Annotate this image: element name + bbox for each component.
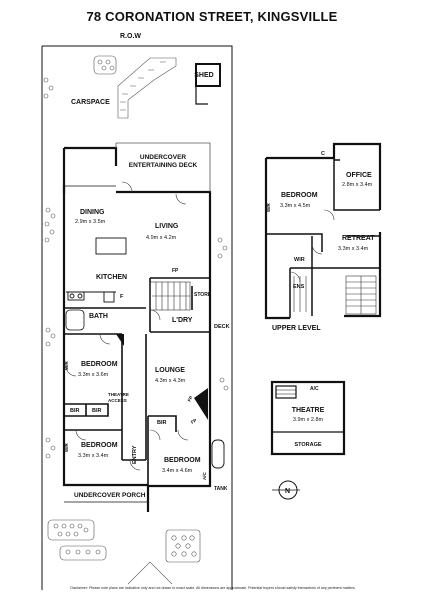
- label-storage: STORAGE: [294, 442, 321, 448]
- label-kitchen: KITCHEN: [96, 274, 127, 281]
- main-stairs: [149, 281, 191, 311]
- upper-level-walls: [264, 142, 382, 320]
- label-retreat: RETREAT: [342, 235, 375, 242]
- label-theatre-ac: A/C: [310, 386, 319, 392]
- label-porch: UNDERCOVER PORCH: [74, 492, 146, 499]
- label-lounge: LOUNGE: [155, 367, 185, 374]
- label-fp-2: FP: [187, 395, 194, 402]
- kitchen-fittings: [66, 237, 127, 303]
- compass-icon: [272, 480, 300, 500]
- dim-bedroom-2: 3.3m x 3.4m: [78, 453, 109, 459]
- label-fp-3: FP: [190, 418, 197, 425]
- dim-living: 4.9m x 4.2m: [146, 235, 177, 241]
- dim-bedroom-3: 3.4m x 4.6m: [162, 468, 193, 474]
- label-fridge: F: [120, 294, 124, 300]
- plan-title: 78 CORONATION STREET, KINGSVILLE: [86, 9, 338, 24]
- label-deck-1: UNDERCOVER: [140, 154, 187, 161]
- label-dining: DINING: [80, 209, 105, 216]
- label-upper-bedroom: BEDROOM: [281, 192, 318, 199]
- label-ac-1: A/C: [202, 472, 207, 481]
- label-ldry: L'DRY: [172, 317, 193, 324]
- label-theatre-access-2: ACCESS: [108, 398, 127, 403]
- dim-upper-bedroom: 3.3m x 4.5m: [280, 203, 311, 209]
- label-bedroom-2: BEDROOM: [81, 442, 118, 449]
- label-deck: DECK: [214, 324, 230, 330]
- upper-interior-walls: [266, 144, 380, 318]
- theatre-interior: [272, 385, 344, 433]
- label-deck-2: ENTERTAINING DECK: [129, 162, 198, 169]
- upper-door-swings: [289, 209, 335, 283]
- label-shed: SHED: [194, 72, 213, 79]
- label-bedroom-1: BEDROOM: [81, 361, 118, 368]
- upper-stairs: [293, 275, 377, 315]
- compass-label: N: [285, 488, 290, 495]
- label-bedroom-3: BEDROOM: [164, 457, 201, 464]
- label-bir-c: BIR: [157, 420, 167, 426]
- label-tank: TANK: [214, 486, 228, 492]
- bath-fittings: [65, 309, 85, 331]
- label-upper-level: UPPER LEVEL: [272, 325, 321, 332]
- dim-retreat: 3.3m x 3.4m: [338, 246, 369, 252]
- fireplace-marks: [116, 334, 208, 420]
- label-carspace: CARSPACE: [71, 99, 110, 106]
- label-living: LIVING: [155, 223, 179, 230]
- garden-paving: [43, 55, 229, 585]
- porch-items: [64, 439, 225, 503]
- property-boundary: [41, 45, 233, 590]
- upper-labels: BEDROOM 3.3m x 4.5m OFFICE 2.8m x 3.4m R…: [266, 151, 375, 332]
- label-office: OFFICE: [346, 172, 372, 179]
- room-labels: SHED CARSPACE UNDERCOVER ENTERTAINING DE…: [64, 72, 230, 499]
- label-bath: BATH: [89, 313, 108, 320]
- row-label: R.O.W: [120, 33, 141, 40]
- dim-lounge: 4.3m x 4.3m: [155, 378, 186, 384]
- label-fp-1: FP: [172, 268, 179, 274]
- label-c: C: [321, 151, 325, 157]
- dim-office: 2.8m x 3.4m: [342, 182, 373, 188]
- label-bir-b: BIR: [92, 408, 102, 414]
- theatre-labels: THEATRE 3.9m x 2.8m STORAGE A/C: [292, 386, 325, 448]
- shed: [195, 63, 221, 105]
- label-ens: ENS: [293, 284, 305, 290]
- dim-dining: 2.9m x 3.5m: [75, 219, 106, 225]
- theatre-walls: [270, 380, 346, 456]
- label-theatre-access-1: THEATRE: [108, 392, 129, 397]
- dim-bedroom-1: 3.3m x 3.6m: [78, 372, 109, 378]
- label-wr-2: W/R: [64, 443, 69, 452]
- label-store: STORE: [194, 292, 212, 298]
- deck-outline: [115, 142, 211, 192]
- door-swings: [65, 181, 189, 471]
- label-bir-a: BIR: [70, 408, 80, 414]
- dim-theatre: 3.9m x 2.8m: [293, 417, 324, 423]
- interior-walls: [64, 185, 210, 486]
- label-wir: WIR: [294, 257, 305, 263]
- label-upper-wr: W/R: [266, 203, 271, 212]
- label-entry: ENTRY: [132, 445, 138, 464]
- label-theatre: THEATRE: [292, 407, 325, 414]
- label-wr-1: W/R: [64, 361, 69, 370]
- disclaimer: Disclaimer: Please note plans are indica…: [70, 586, 356, 590]
